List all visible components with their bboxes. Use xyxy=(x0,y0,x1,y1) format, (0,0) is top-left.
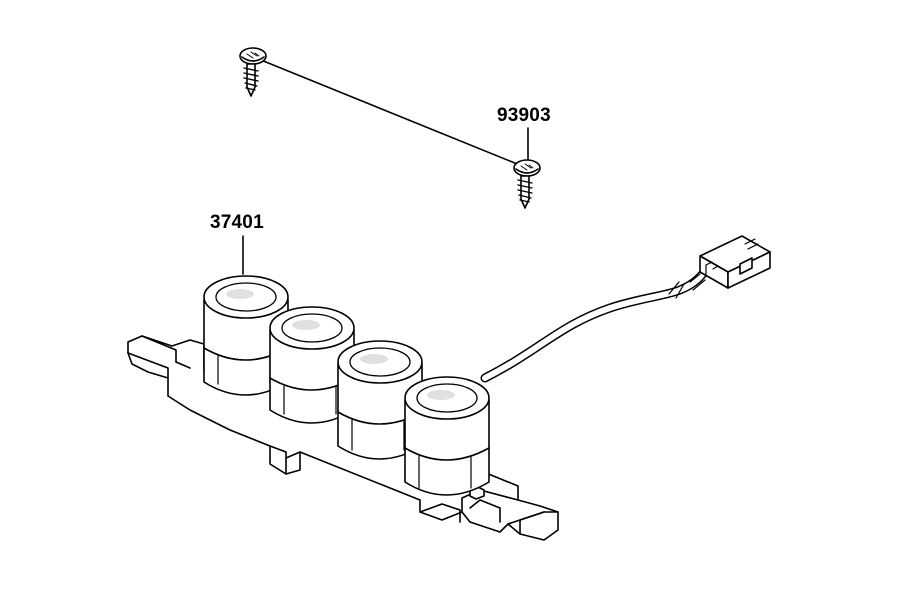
screw-right xyxy=(513,159,541,209)
lamp-cylinder-2 xyxy=(269,306,355,424)
screw-part-number-label: 93903 xyxy=(497,105,551,126)
wire-harness xyxy=(480,257,717,383)
gauge-assembly-part-number-label: 37401 xyxy=(210,212,264,233)
lamp-cylinder-4 xyxy=(404,376,490,496)
screw-pair-group xyxy=(239,47,541,209)
wire-connector xyxy=(699,235,771,289)
screw-left xyxy=(239,47,267,97)
lamp-cylinder-1 xyxy=(203,275,289,396)
lamp-cylinder-3 xyxy=(337,340,423,460)
screw-tie-line xyxy=(255,57,528,169)
